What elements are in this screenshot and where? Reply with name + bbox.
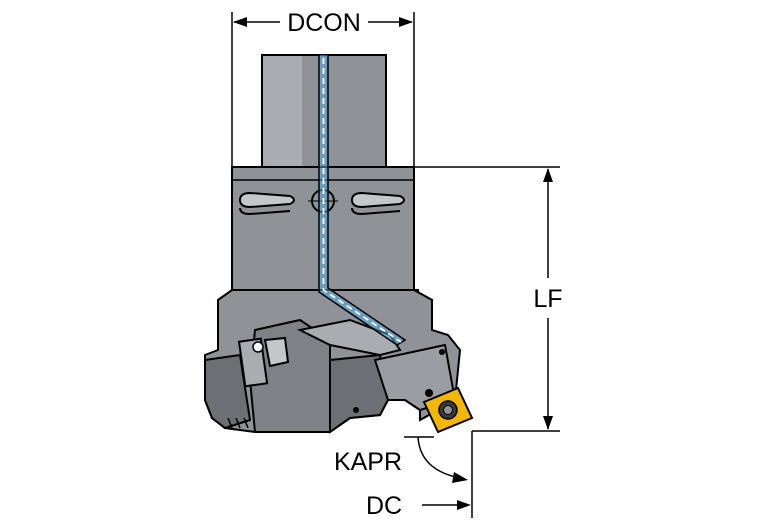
drive-slot-right xyxy=(350,191,405,216)
dcon-label: DCON xyxy=(287,9,361,37)
drive-slot-left xyxy=(238,191,295,216)
coolant-channel xyxy=(318,55,407,346)
lf-label: LF xyxy=(533,285,562,313)
cutting-insert xyxy=(422,386,474,434)
dcon-dimension: DCON xyxy=(231,9,415,167)
dc-dimension: DC xyxy=(366,431,473,520)
lf-dimension: LF xyxy=(414,166,563,432)
kapr-label: KAPR xyxy=(334,448,402,476)
dc-label: DC xyxy=(366,492,402,520)
cutting-head xyxy=(204,289,462,434)
kapr-dimension: KAPR xyxy=(334,436,468,483)
